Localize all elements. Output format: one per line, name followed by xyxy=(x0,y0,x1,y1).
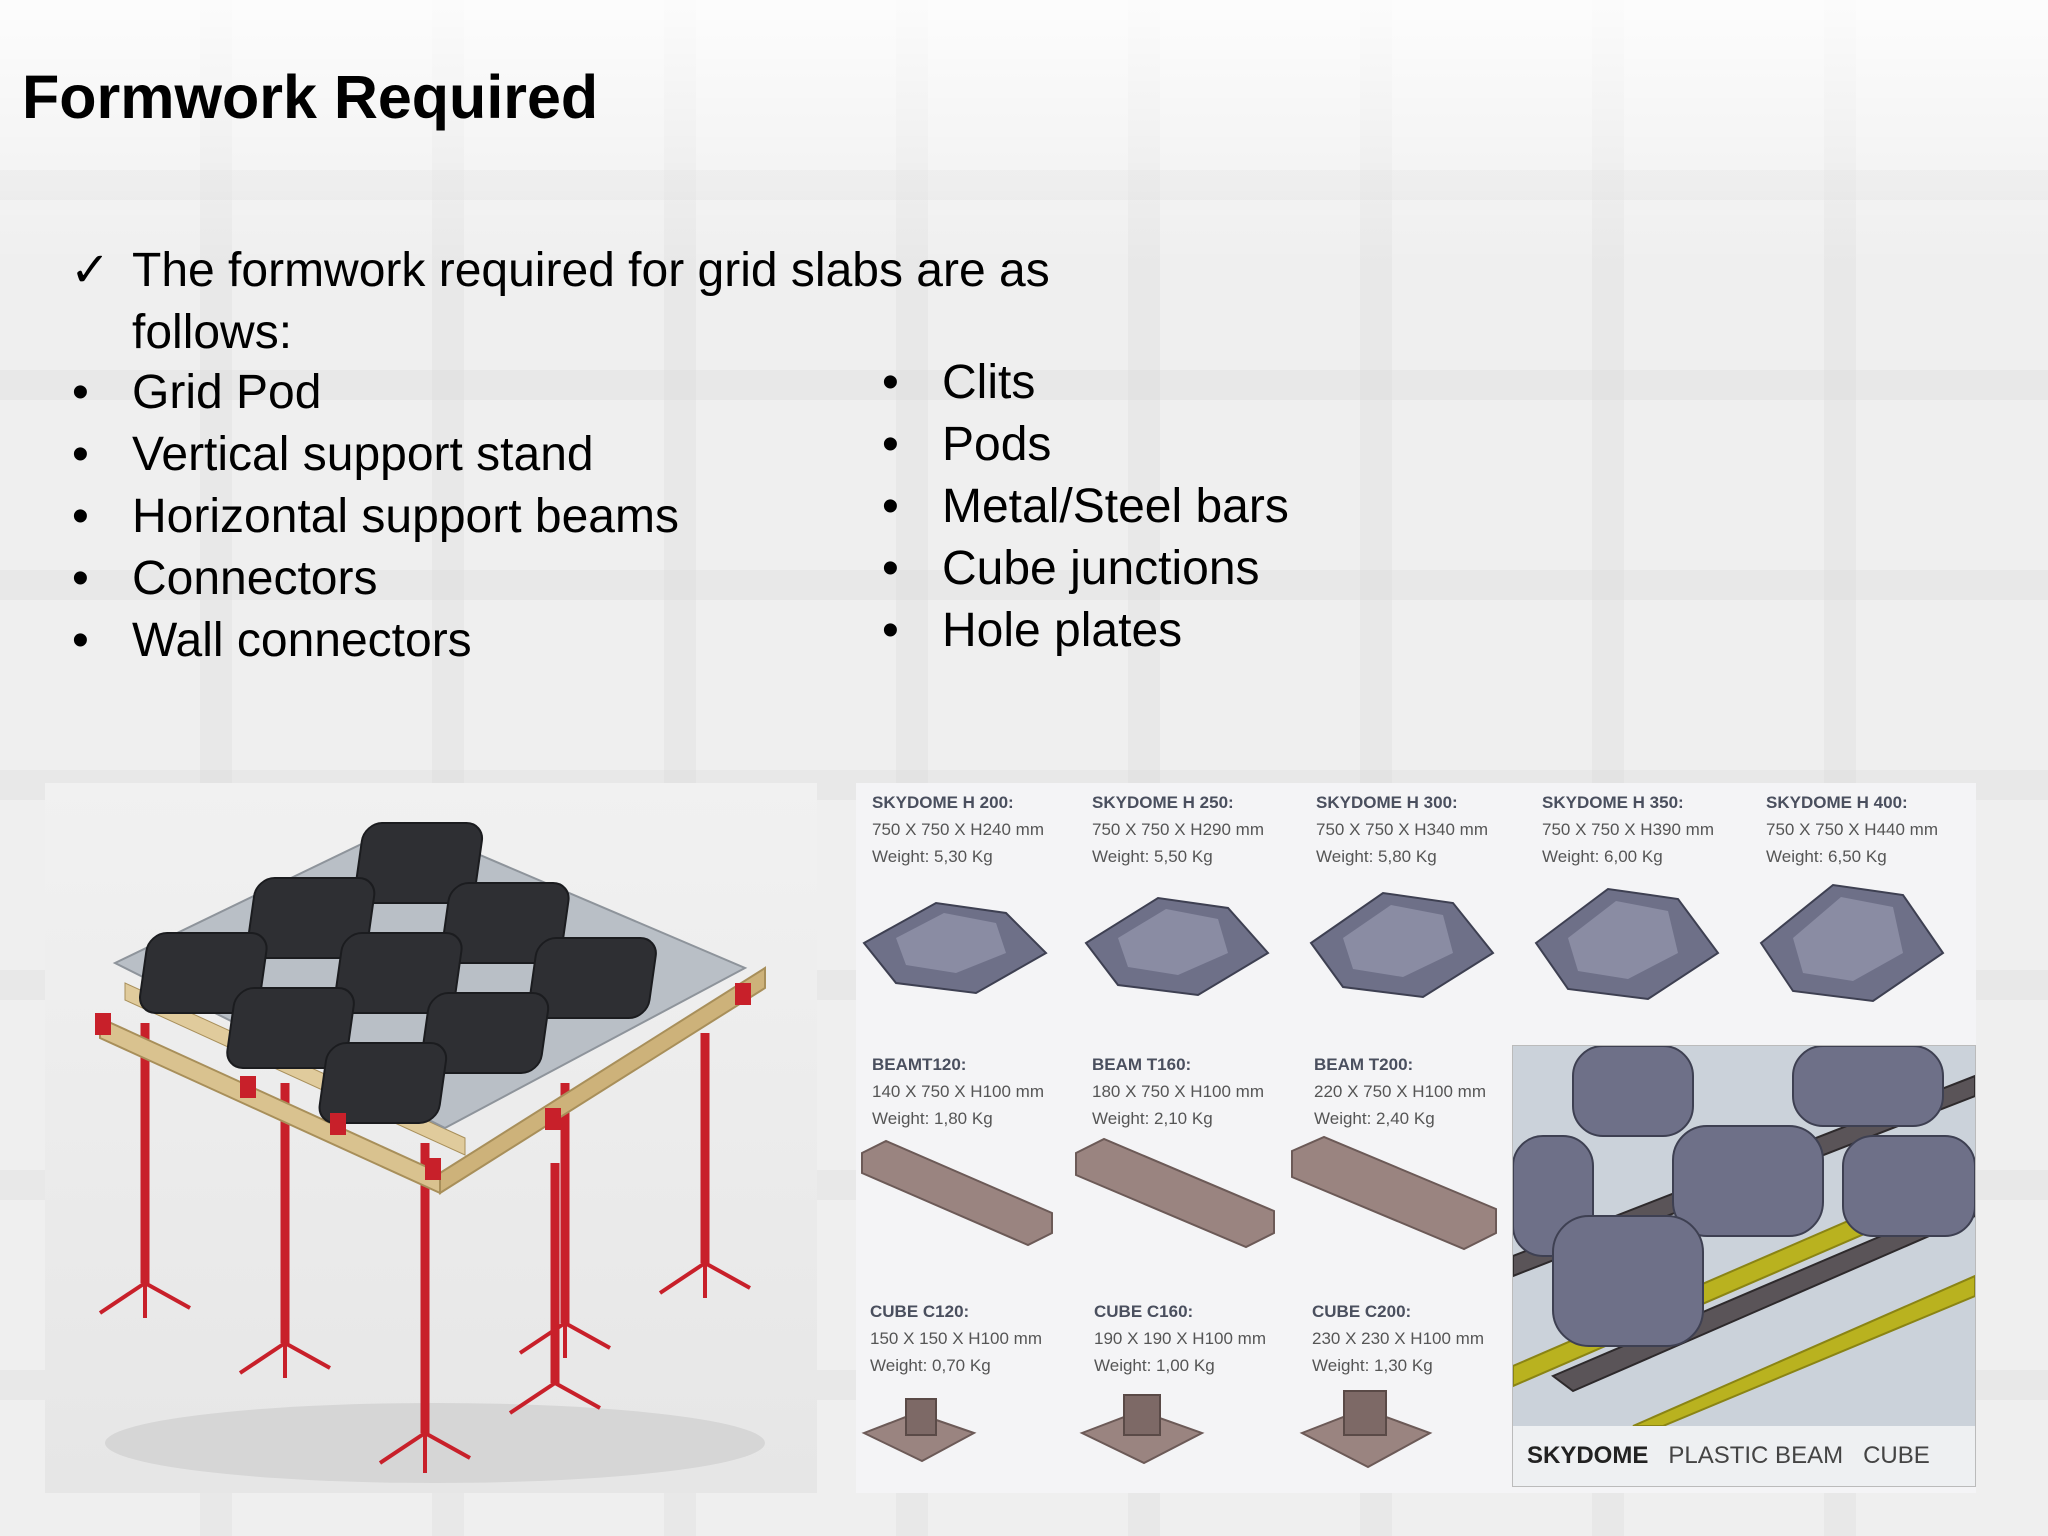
beam-weight: Weight: 2,10 Kg xyxy=(1092,1109,1213,1128)
grid-pod-formwork-image xyxy=(45,783,817,1493)
assembly-labels: SKYDOME PLASTIC BEAM CUBE xyxy=(1513,1426,1975,1486)
beam-weight: Weight: 2,40 Kg xyxy=(1314,1109,1435,1128)
cube-spec: CUBE C120: 150 X 150 X H100 mm Weight: 0… xyxy=(870,1298,1042,1379)
skydome-name: SKYDOME H 250: xyxy=(1092,793,1234,812)
cube-dims: 190 X 190 X H100 mm xyxy=(1094,1329,1266,1348)
skydome-weight: Weight: 5,50 Kg xyxy=(1092,847,1213,866)
assembly-illustration xyxy=(1513,1046,1975,1427)
skydome-dims: 750 X 750 X H290 mm xyxy=(1092,820,1264,839)
beam-spec: BEAMT120: 140 X 750 X H100 mm Weight: 1,… xyxy=(872,1051,1044,1132)
label-plastic-beam: PLASTIC BEAM xyxy=(1668,1442,1844,1469)
skydome-dims: 750 X 750 X H390 mm xyxy=(1542,820,1714,839)
beam-name: BEAM T160: xyxy=(1092,1055,1192,1074)
beam-dims: 140 X 750 X H100 mm xyxy=(872,1082,1044,1101)
beam-spec: BEAM T200: 220 X 750 X H100 mm Weight: 2… xyxy=(1314,1051,1486,1132)
beam-name: BEAM T200: xyxy=(1314,1055,1414,1074)
skydome-spec: SKYDOME H 350: 750 X 750 X H390 mm Weigh… xyxy=(1542,789,1714,870)
list-item: Connectors xyxy=(70,548,679,610)
cube-name: CUBE C160: xyxy=(1094,1302,1194,1321)
skydome-catalog-image: SKYDOME H 200: 750 X 750 X H240 mm Weigh… xyxy=(856,783,1976,1493)
skydome-spec: SKYDOME H 300: 750 X 750 X H340 mm Weigh… xyxy=(1316,789,1488,870)
cube-shapes xyxy=(861,1390,1433,1469)
skydome-shapes xyxy=(862,883,1945,1003)
formwork-list-left: Grid Pod Vertical support stand Horizont… xyxy=(70,362,679,672)
cube-weight: Weight: 1,30 Kg xyxy=(1312,1356,1433,1375)
list-item: Horizontal support beams xyxy=(70,486,679,548)
skydome-dims: 750 X 750 X H240 mm xyxy=(872,820,1044,839)
cube-dims: 150 X 150 X H100 mm xyxy=(870,1329,1042,1348)
skydome-name: SKYDOME H 350: xyxy=(1542,793,1684,812)
list-item: Pods xyxy=(880,414,1289,476)
list-item: Wall connectors xyxy=(70,610,679,672)
slide-title: Formwork Required xyxy=(22,63,599,131)
beam-dims: 220 X 750 X H100 mm xyxy=(1314,1082,1486,1101)
skydome-dims: 750 X 750 X H340 mm xyxy=(1316,820,1488,839)
list-item: Vertical support stand xyxy=(70,424,679,486)
cube-dims: 230 X 230 X H100 mm xyxy=(1312,1329,1484,1348)
skydome-dims: 750 X 750 X H440 mm xyxy=(1766,820,1938,839)
label-skydome: SKYDOME xyxy=(1527,1442,1649,1469)
cube-weight: Weight: 0,70 Kg xyxy=(870,1356,991,1375)
beam-shapes xyxy=(861,1135,1497,1251)
list-item: Clits xyxy=(880,352,1289,414)
skydome-spec: SKYDOME H 400: 750 X 750 X H440 mm Weigh… xyxy=(1766,789,1938,870)
label-cube: CUBE xyxy=(1863,1442,1930,1469)
formwork-list-right: Clits Pods Metal/Steel bars Cube junctio… xyxy=(880,352,1289,662)
checkmark-icon: ✓ xyxy=(70,244,111,297)
cube-name: CUBE C120: xyxy=(870,1302,970,1321)
skydome-spec: SKYDOME H 200: 750 X 750 X H240 mm Weigh… xyxy=(872,789,1044,870)
cube-name: CUBE C200: xyxy=(1312,1302,1412,1321)
skydome-weight: Weight: 6,50 Kg xyxy=(1766,847,1887,866)
beam-dims: 180 X 750 X H100 mm xyxy=(1092,1082,1264,1101)
assembly-inset: SKYDOME PLASTIC BEAM CUBE xyxy=(1512,1045,1976,1487)
list-item: Metal/Steel bars xyxy=(880,476,1289,538)
list-item: Cube junctions xyxy=(880,538,1289,600)
intro-text: The formwork required for grid slabs are… xyxy=(132,244,1050,359)
beam-spec: BEAM T160: 180 X 750 X H100 mm Weight: 2… xyxy=(1092,1051,1264,1132)
skydome-weight: Weight: 6,00 Kg xyxy=(1542,847,1663,866)
skydome-name: SKYDOME H 400: xyxy=(1766,793,1908,812)
skydome-spec: SKYDOME H 250: 750 X 750 X H290 mm Weigh… xyxy=(1092,789,1264,870)
cube-spec: CUBE C160: 190 X 190 X H100 mm Weight: 1… xyxy=(1094,1298,1266,1379)
cube-weight: Weight: 1,00 Kg xyxy=(1094,1356,1215,1375)
cube-spec: CUBE C200: 230 X 230 X H100 mm Weight: 1… xyxy=(1312,1298,1484,1379)
intro-paragraph: ✓ The formwork required for grid slabs a… xyxy=(70,240,1070,364)
skydome-name: SKYDOME H 200: xyxy=(872,793,1014,812)
beam-weight: Weight: 1,80 Kg xyxy=(872,1109,993,1128)
beam-name: BEAMT120: xyxy=(872,1055,967,1074)
skydome-weight: Weight: 5,80 Kg xyxy=(1316,847,1437,866)
formwork-illustration xyxy=(95,821,766,1483)
skydome-weight: Weight: 5,30 Kg xyxy=(872,847,993,866)
list-item: Hole plates xyxy=(880,600,1289,662)
skydome-name: SKYDOME H 300: xyxy=(1316,793,1458,812)
list-item: Grid Pod xyxy=(70,362,679,424)
